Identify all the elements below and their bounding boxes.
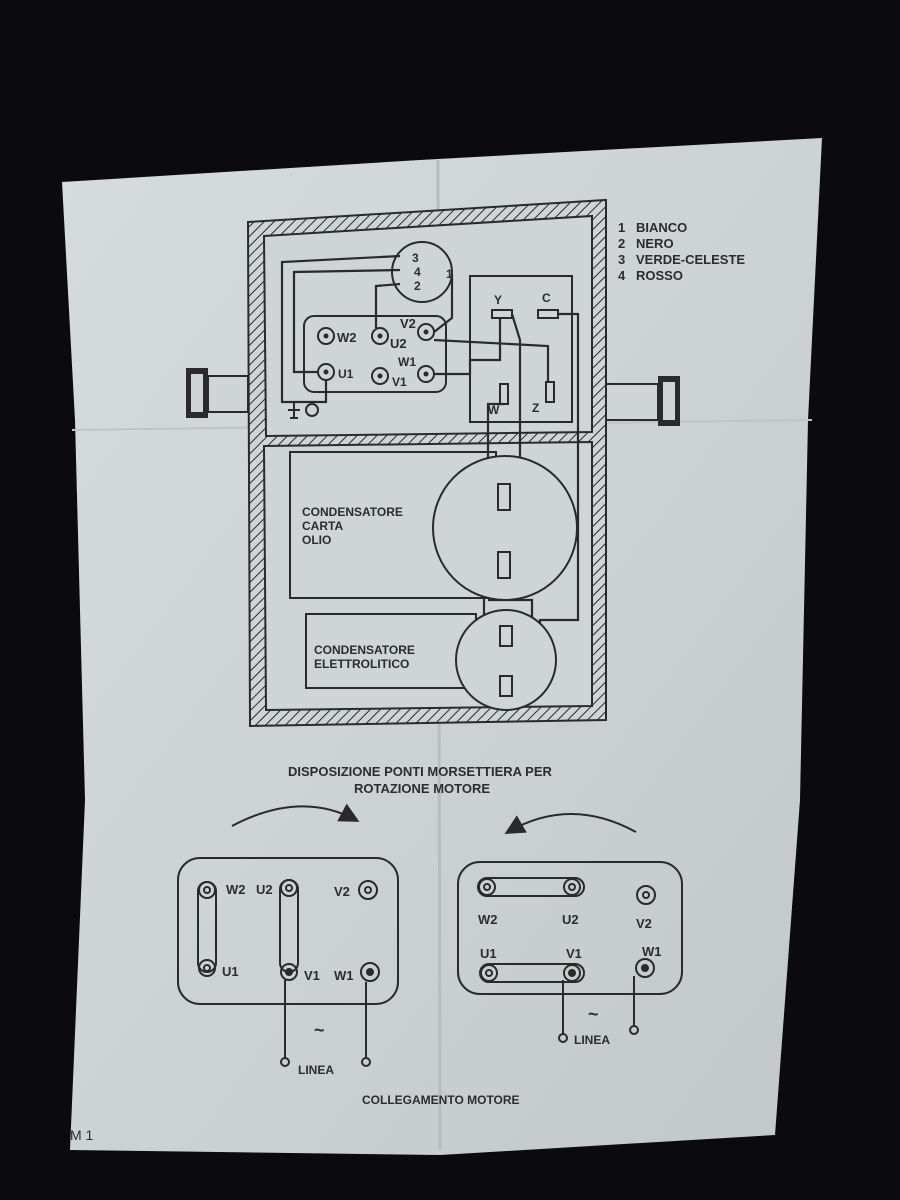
connector-plug: 3 4 2 1 xyxy=(391,241,453,303)
capacitor-oil-label: OLIO xyxy=(302,533,331,547)
legend-text: ROSSO xyxy=(636,268,683,283)
color-legend: 1 BIANCO 2 NERO 3 VERDE-CELESTE 4 ROSSO xyxy=(618,220,745,283)
ground-icon xyxy=(288,402,319,419)
rotation-arrow-right-icon xyxy=(231,803,360,827)
legend-text: NERO xyxy=(636,236,674,251)
right-tilde: ~ xyxy=(588,1004,599,1024)
right-label-v1: V1 xyxy=(566,946,582,961)
page-code: M 1 xyxy=(70,1127,94,1143)
connector-pin-label: 2 xyxy=(414,279,421,293)
legend-num: 4 xyxy=(618,268,626,283)
terminal-label-w1: W1 xyxy=(398,355,416,369)
left-linea: LINEA xyxy=(298,1063,334,1077)
terminal-board-right: W2 U2 V2 U1 V1 W1 ~ LINEA xyxy=(457,861,683,1047)
left-tilde: ~ xyxy=(314,1020,325,1040)
right-linea: LINEA xyxy=(574,1033,610,1047)
right-label-w1: W1 xyxy=(642,944,662,959)
switch-label-y: Y xyxy=(494,293,502,307)
connector-pin-label: 3 xyxy=(412,251,419,265)
right-label-u2: U2 xyxy=(562,912,579,927)
terminal-label-v2: V2 xyxy=(400,316,416,331)
terminal-label-u1: U1 xyxy=(338,367,354,381)
right-label-v2: V2 xyxy=(636,916,652,931)
capacitor-electrolytic-label: CONDENSATORE xyxy=(314,643,415,657)
left-label-u1: U1 xyxy=(222,964,239,979)
terminal-label-u2: U2 xyxy=(390,336,407,351)
legend-text: VERDE-CELESTE xyxy=(636,252,745,267)
terminal-label-v1: V1 xyxy=(392,375,407,389)
capacitor-oil-label: CONDENSATORE xyxy=(302,505,403,519)
rotation-arrow-left-icon xyxy=(504,813,637,835)
right-label-u1: U1 xyxy=(480,946,497,961)
switch-label-w: W xyxy=(488,403,500,417)
section-title: DISPOSIZIONE PONTI MORSETTIERA PER xyxy=(288,764,552,779)
connector-pin-label: 1 xyxy=(446,267,453,281)
legend-text: BIANCO xyxy=(636,220,687,235)
capacitor-electrolytic: CONDENSATORE ELETTROLITICO xyxy=(305,609,557,711)
cable-gland-left xyxy=(186,368,249,418)
legend-num: 3 xyxy=(618,252,625,267)
capacitor-oil: CONDENSATORE CARTA OLIO xyxy=(289,451,578,601)
terminal-board-left: W2 U2 V2 U1 V1 W1 ~ LINEA xyxy=(177,857,399,1077)
left-label-v1: V1 xyxy=(304,968,320,983)
capacitor-oil-label: CARTA xyxy=(302,519,343,533)
left-label-w1: W1 xyxy=(334,968,354,983)
legend-num: 1 xyxy=(618,220,625,235)
switch-label-z: Z xyxy=(532,401,539,415)
capacitor-electrolytic-label: ELETTROLITICO xyxy=(314,657,409,671)
right-label-w2: W2 xyxy=(478,912,498,927)
left-label-w2: W2 xyxy=(226,882,246,897)
left-label-v2: V2 xyxy=(334,884,350,899)
footer-title: COLLEGAMENTO MOTORE xyxy=(362,1093,520,1107)
left-label-u2: U2 xyxy=(256,882,273,897)
section-subtitle: ROTAZIONE MOTORE xyxy=(354,781,490,796)
legend-num: 2 xyxy=(618,236,625,251)
cable-gland-right xyxy=(605,376,680,426)
switch-label-c: C xyxy=(542,291,551,305)
connector-pin-label: 4 xyxy=(414,265,421,279)
terminal-label-w2: W2 xyxy=(337,330,357,345)
